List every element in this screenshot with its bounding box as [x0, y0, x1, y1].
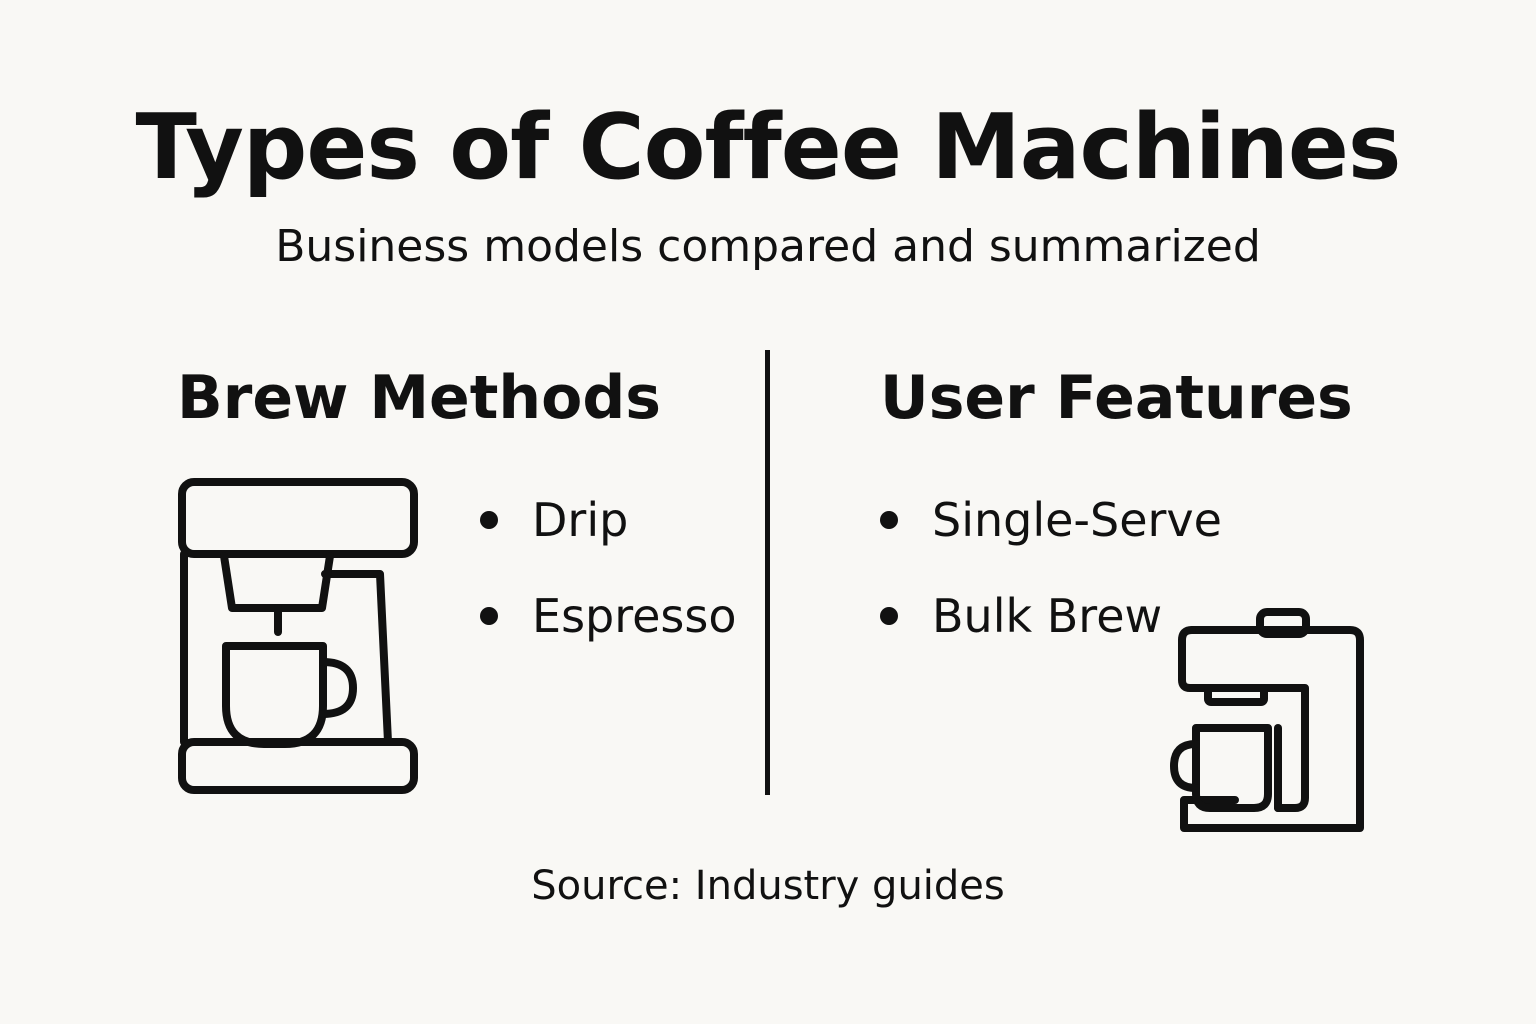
drip-coffee-machine-icon: [170, 470, 430, 805]
user-features-heading: User Features: [880, 363, 1353, 433]
single-serve-coffee-machine-icon: [1160, 600, 1375, 845]
brew-methods-heading: Brew Methods: [177, 363, 662, 433]
bullet-icon: [880, 607, 898, 625]
list-item-label: Single-Serve: [932, 493, 1222, 547]
column-divider: [765, 350, 770, 795]
page-title: Types of Coffee Machines: [135, 95, 1402, 200]
list-item: Bulk Brew: [880, 584, 1222, 680]
source-note: Source: Industry guides: [531, 863, 1005, 909]
bullet-icon: [480, 607, 498, 625]
bullet-icon: [880, 511, 898, 529]
list-item: Single-Serve: [880, 488, 1222, 584]
list-item-label: Bulk Brew: [932, 589, 1163, 643]
bullet-icon: [480, 511, 498, 529]
list-item: Drip: [480, 488, 737, 584]
list-item-label: Espresso: [532, 589, 737, 643]
list-item-label: Drip: [532, 493, 629, 547]
brew-methods-list: Drip Espresso: [480, 488, 737, 680]
list-item: Espresso: [480, 584, 737, 680]
page-subtitle: Business models compared and summarized: [275, 221, 1261, 272]
user-features-list: Single-Serve Bulk Brew: [880, 488, 1222, 680]
